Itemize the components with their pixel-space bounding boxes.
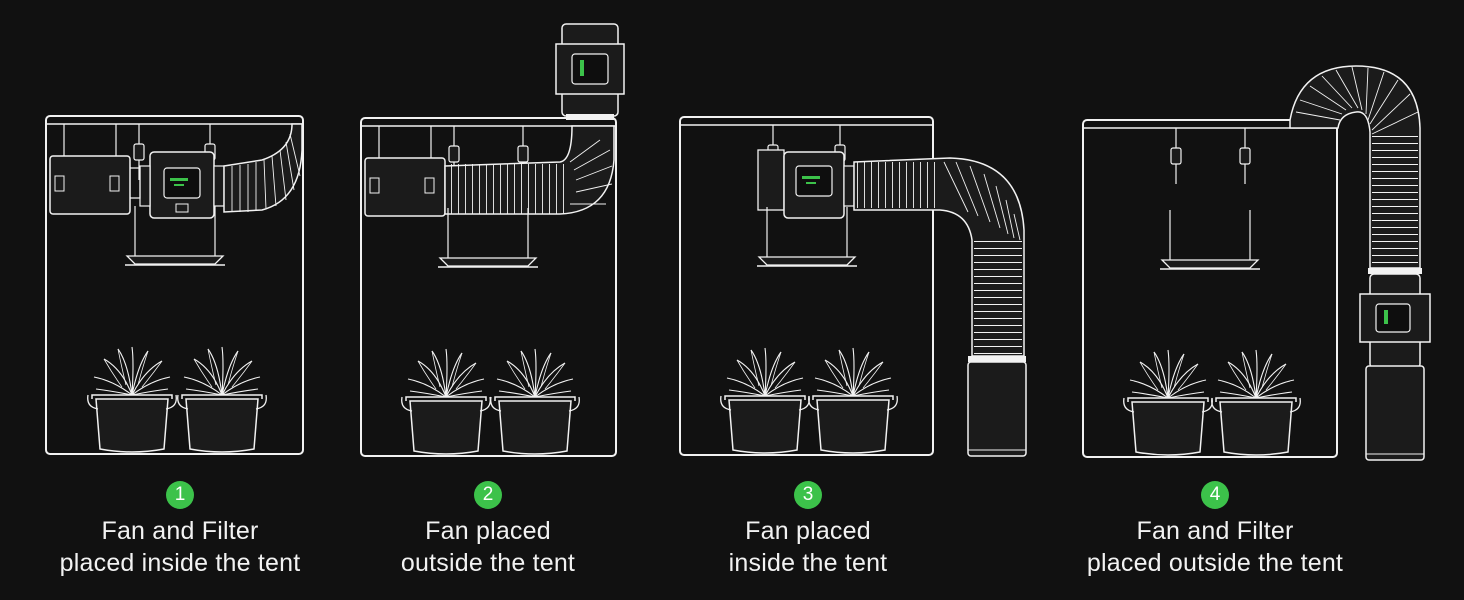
setup-3-caption: 3 Fan placed inside the tent	[683, 481, 933, 579]
ducting	[223, 123, 303, 213]
setup-1-caption: 1 Fan and Filter placed inside the tent	[35, 481, 325, 579]
tent-frame	[1082, 119, 1338, 458]
setup-2-illustration	[360, 23, 625, 457]
inline-fan	[1359, 273, 1431, 369]
setup-2-caption: 2 Fan placed outside the tent	[363, 481, 613, 579]
step-number-badge: 1	[166, 481, 194, 509]
setup-4-caption: 4 Fan and Filter placed outside the tent	[1060, 481, 1370, 579]
caption-line-1: Fan placed	[425, 517, 551, 545]
caption-line-1: Fan and Filter	[1136, 517, 1294, 545]
caption-line-1: Fan and Filter	[101, 517, 259, 545]
step-number-badge: 3	[794, 481, 822, 509]
setup-1-illustration	[45, 115, 304, 455]
potted-plant	[176, 346, 268, 453]
carbon-filter	[364, 126, 446, 217]
setup-4-illustration	[1082, 65, 1431, 461]
grow-light	[437, 207, 539, 268]
inline-fan	[555, 23, 625, 120]
potted-plant	[719, 347, 811, 454]
caption-line-2: placed outside the tent	[1086, 549, 1344, 577]
ducting	[1289, 65, 1422, 274]
setup-3-illustration	[679, 116, 1027, 457]
step-number-badge: 2	[474, 481, 502, 509]
carbon-filter	[1365, 365, 1425, 461]
ducting	[853, 157, 1025, 357]
potted-plant	[807, 347, 899, 454]
carbon-filter	[49, 124, 131, 215]
potted-plant	[1210, 349, 1302, 456]
caption-line-2: placed inside the tent	[59, 549, 301, 577]
caption-line-1: Fan placed	[745, 517, 871, 545]
tent-frame	[679, 116, 934, 456]
potted-plant	[86, 346, 178, 453]
inline-fan	[139, 151, 225, 219]
caption-line-2: inside the tent	[728, 549, 888, 577]
tent-frame	[45, 115, 304, 455]
caption-line-2: outside the tent	[400, 549, 576, 577]
inline-fan	[757, 149, 855, 219]
potted-plant	[489, 348, 581, 455]
potted-plant	[1122, 349, 1214, 456]
ducting	[444, 125, 615, 215]
potted-plant	[400, 348, 492, 455]
grow-light	[1159, 209, 1261, 270]
carbon-filter	[967, 356, 1027, 457]
step-number-badge: 4	[1201, 481, 1229, 509]
tent-frame	[360, 117, 617, 457]
